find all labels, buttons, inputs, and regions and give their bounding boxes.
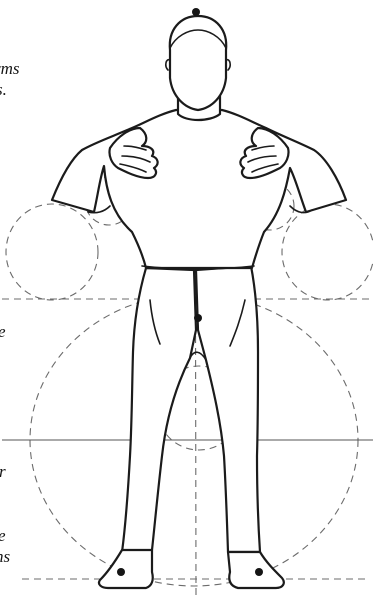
torso [52,110,346,269]
left-leg [122,268,196,552]
left-elbow-circle [6,204,98,300]
right-elbow-circle [282,204,373,300]
head [166,8,230,120]
left-foot [99,550,153,588]
left-yongquan-point [117,568,125,576]
dantian-point [194,314,202,322]
right-leg [196,266,260,552]
feet [99,550,284,588]
right-yongquan-point [255,568,263,576]
legs [122,266,260,552]
baihui-point [192,8,200,16]
shirt [52,110,346,268]
